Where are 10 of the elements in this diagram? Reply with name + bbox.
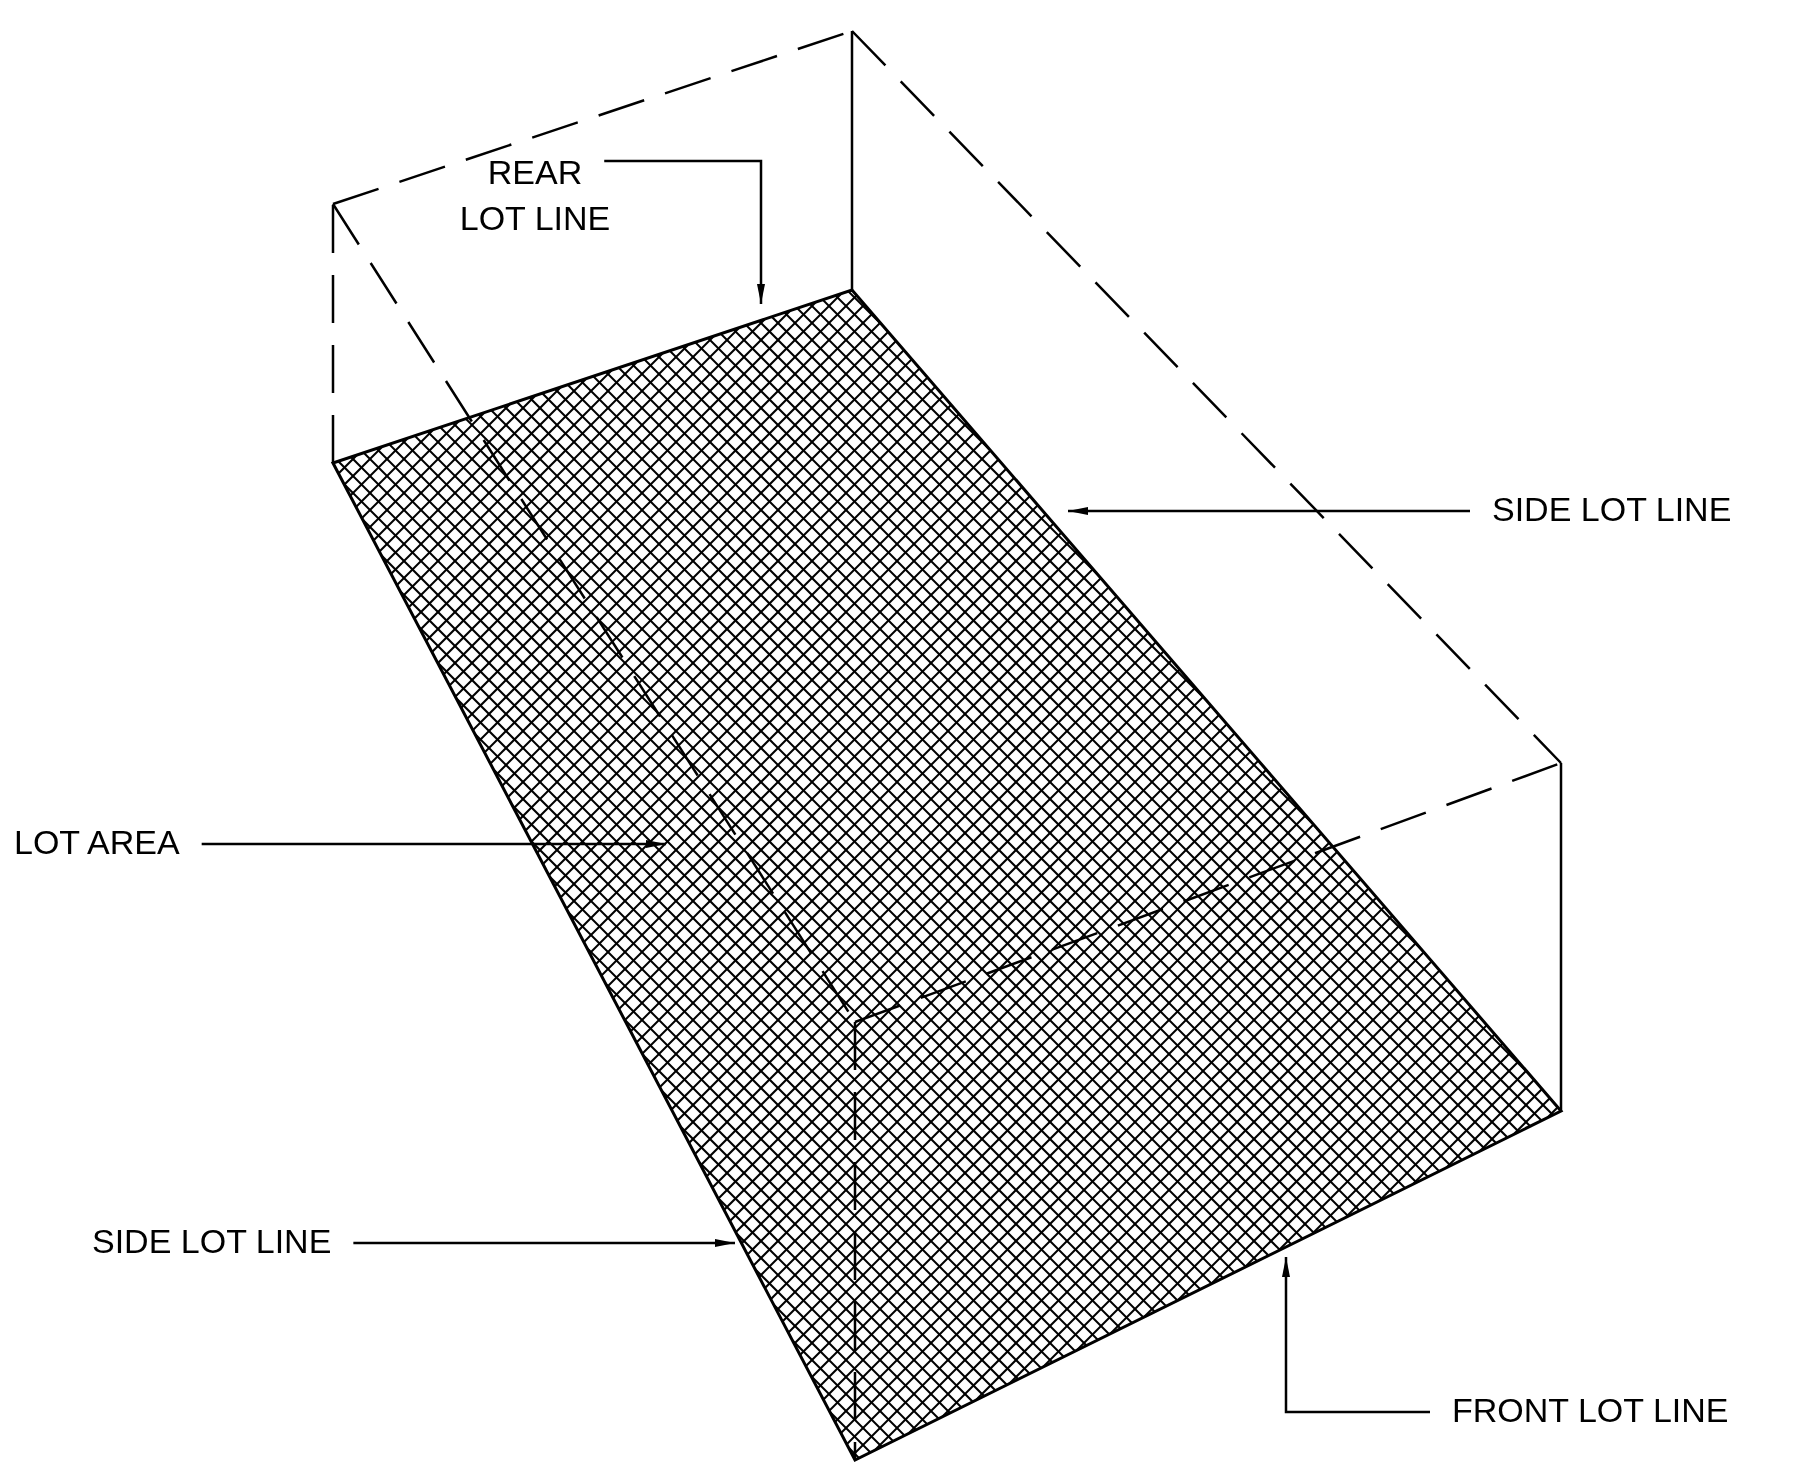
leader-line: [604, 159, 765, 304]
leader-line: [353, 1239, 735, 1247]
leader-line: [1068, 507, 1470, 515]
callout-label: SIDE LOT LINE: [1492, 489, 1732, 530]
leader-line: [201, 840, 666, 848]
callout-label: LOT AREA: [14, 822, 180, 863]
callout-label: REAR LOT LINE: [458, 152, 612, 239]
callout-label: FRONT LOT LINE: [1452, 1390, 1729, 1431]
leader-line: [1282, 1257, 1430, 1414]
callout-label: SIDE LOT LINE: [92, 1221, 332, 1262]
